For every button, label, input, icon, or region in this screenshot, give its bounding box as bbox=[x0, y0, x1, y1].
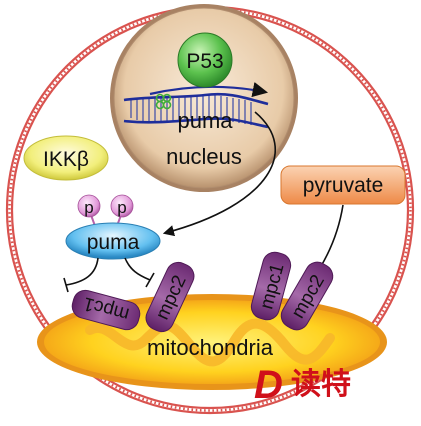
p53-binding-glyph bbox=[155, 93, 172, 110]
pyruvate-label: pyruvate bbox=[303, 174, 384, 197]
phospho-right-node: p bbox=[110, 194, 134, 227]
puma-gene-label: puma bbox=[177, 108, 233, 133]
phospho-left-node: p bbox=[77, 194, 101, 227]
phospho-right-label: p bbox=[117, 198, 126, 217]
nucleus bbox=[110, 4, 298, 192]
puma-inhibits-mpc2 bbox=[124, 257, 155, 288]
watermark-logo: D 读特 bbox=[254, 363, 351, 407]
puma-protein-label: puma bbox=[87, 231, 140, 254]
p53-label: P53 bbox=[186, 50, 223, 73]
nucleus-label: nucleus bbox=[166, 144, 242, 169]
pyruvate-node: pyruvate bbox=[280, 165, 406, 205]
phospho-left-label: p bbox=[84, 198, 93, 217]
puma-protein-node: puma bbox=[65, 222, 161, 260]
mitochondria-label: mitochondria bbox=[147, 335, 274, 360]
p53-node: P53 bbox=[177, 32, 233, 88]
ikkb-node: IKKβ bbox=[23, 135, 109, 181]
ikkb-label: IKKβ bbox=[43, 148, 89, 171]
watermark-glyph: D bbox=[254, 363, 283, 407]
puma-inhibits-mpc1 bbox=[63, 257, 99, 293]
watermark-text: 读特 bbox=[291, 368, 351, 401]
nucleus-to-puma-arrow bbox=[162, 111, 277, 237]
